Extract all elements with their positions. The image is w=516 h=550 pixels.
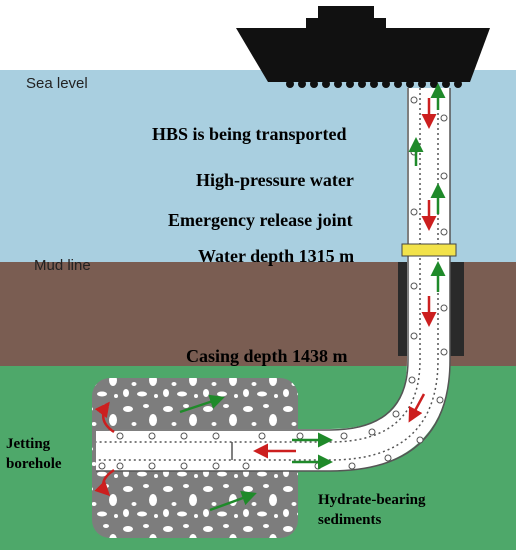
casing-depth-label: Casing depth 1438 m [186,346,348,366]
sea-level-label: Sea level [26,75,88,92]
high-pressure-flow-arrows [94,98,437,497]
release-joint-label: Emergency release joint [168,210,353,230]
mud-line-label: Mud line [34,257,91,274]
jetting-label-line1: Jetting [6,436,51,452]
pipe-body [96,88,450,471]
pipe-inner-dotted-left [96,88,421,443]
pipe-inner-dotted-right [96,88,439,461]
pipe-edge-outer [96,88,409,431]
casing-right [450,262,464,356]
hydrate-label-line2: sediments [318,512,381,528]
pipe-particles [98,96,448,470]
hbs-flow-arrows [179,83,446,512]
ship-icon [236,6,490,88]
high-pressure-label: High-pressure water [196,170,354,190]
water-depth-label: Water depth 1315 m [198,246,354,266]
hydrate-label-line1: Hydrate-bearing [318,492,426,508]
hbs-transport-label: HBS is being transported [152,124,347,144]
jetting-label-line2: borehole [6,456,62,472]
emergency-release-joint [401,243,457,257]
